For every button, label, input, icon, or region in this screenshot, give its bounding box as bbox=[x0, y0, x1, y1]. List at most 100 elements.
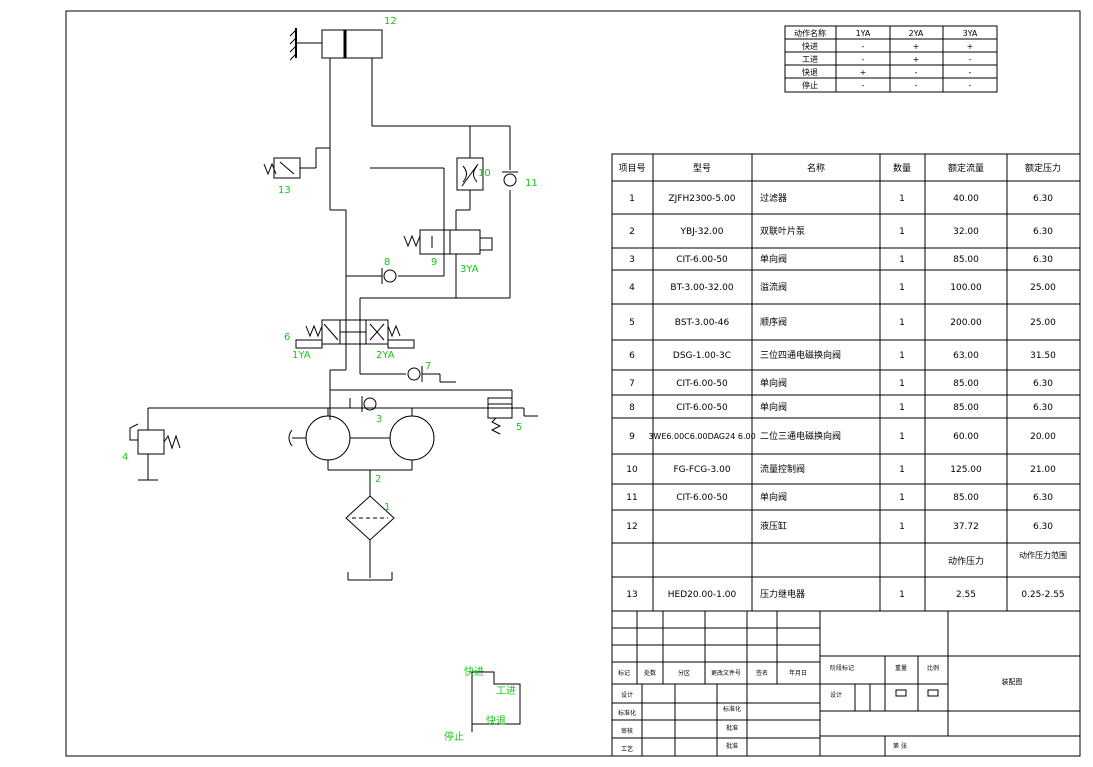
parts-subheader-action-pressure: 动作压力 bbox=[948, 555, 984, 567]
parts-cell: 31.50 bbox=[1030, 351, 1056, 361]
parts-table-text: 项目号 型号 名称 数量 额定流量 额定压力 1 ZJFH2300-5.00 过… bbox=[618, 162, 1067, 600]
parts-header-qty: 数量 bbox=[893, 162, 911, 174]
parts-cell: 85.00 bbox=[953, 493, 979, 503]
action-cell: - bbox=[969, 81, 972, 90]
action-cell: - bbox=[915, 81, 918, 90]
title-label-standard: 标准化 bbox=[618, 709, 636, 717]
sequence-valve bbox=[487, 397, 538, 435]
title-label-sheet: 第 张 bbox=[893, 742, 907, 750]
title-label-design-2: 设计 bbox=[830, 691, 842, 699]
action-cell: + bbox=[913, 55, 920, 64]
action-cell: - bbox=[862, 55, 865, 64]
parts-cell: 4 bbox=[629, 283, 635, 293]
three-position-valve bbox=[295, 319, 415, 374]
parts-cell: 20.00 bbox=[1030, 432, 1056, 442]
parts-cell: HED20.00-1.00 bbox=[668, 590, 737, 600]
action-cell: - bbox=[969, 55, 972, 64]
parts-cell: 2.55 bbox=[956, 590, 976, 600]
action-cell: 快进 bbox=[802, 41, 818, 51]
parts-cell: FG-FCG-3.00 bbox=[673, 465, 730, 475]
parts-cell: 5 bbox=[629, 318, 635, 328]
action-header-3ya: 3YA bbox=[963, 29, 978, 38]
cycle-stop: 停止 bbox=[444, 730, 464, 743]
check-valve-3 bbox=[361, 396, 377, 412]
parts-cell: 85.00 bbox=[953, 255, 979, 265]
label-12: 12 bbox=[384, 16, 397, 27]
parts-cell: 6.30 bbox=[1033, 493, 1053, 503]
label-2: 2 bbox=[375, 474, 381, 485]
title-label-mark: 标记 bbox=[618, 669, 630, 677]
parts-cell: YBJ-32.00 bbox=[679, 227, 723, 237]
title-label-count: 处数 bbox=[644, 669, 656, 677]
parts-cell: 单向阀 bbox=[760, 491, 787, 503]
parts-cell: DSG-1.00-3C bbox=[673, 351, 731, 361]
parts-cell: 6.30 bbox=[1033, 194, 1053, 204]
parts-table bbox=[611, 153, 1081, 612]
title-label-craft: 工艺 bbox=[621, 745, 633, 753]
title-label-weight: 重量 bbox=[895, 664, 907, 672]
action-table-text: 动作名称 1YA 2YA 3YA 快进 - + + 工进 - + - 快退 + … bbox=[794, 28, 978, 90]
label-3ya: 3YA bbox=[460, 264, 479, 275]
label-4: 4 bbox=[122, 452, 128, 463]
parts-cell: 6.30 bbox=[1033, 403, 1053, 413]
parts-cell: 6 bbox=[629, 351, 635, 361]
check-valve-11 bbox=[502, 171, 518, 187]
parts-cell: 1 bbox=[629, 194, 635, 204]
action-cell: - bbox=[862, 81, 865, 90]
parts-cell: 3 bbox=[629, 255, 635, 265]
action-cell: + bbox=[860, 68, 867, 77]
parts-cell: 二位三通电磁换向阀 bbox=[760, 430, 841, 442]
cycle-work-feed: 工进 bbox=[496, 685, 516, 697]
parts-cell: 63.00 bbox=[953, 351, 979, 361]
hydraulic-circuit bbox=[129, 28, 538, 581]
parts-cell: CIT-6.00-50 bbox=[676, 379, 728, 389]
filter bbox=[345, 495, 395, 581]
parts-cell: 1 bbox=[899, 432, 905, 442]
action-cell: - bbox=[862, 42, 865, 51]
parts-cell: 1 bbox=[899, 318, 905, 328]
action-cell: 停止 bbox=[802, 80, 818, 90]
parts-cell: 25.00 bbox=[1030, 283, 1056, 293]
parts-cell: 1 bbox=[899, 255, 905, 265]
parts-header-model: 型号 bbox=[693, 163, 711, 174]
work-cycle-diagram: 快进 工进 快退 停止 bbox=[444, 666, 521, 743]
parts-cell: 顺序阀 bbox=[760, 316, 787, 328]
action-header-name: 动作名称 bbox=[794, 28, 826, 38]
circuit-labels: 12 13 10 11 9 3YA 8 6 1YA 2YA 7 3 5 4 2 … bbox=[122, 16, 538, 513]
action-cell: 工进 bbox=[802, 55, 818, 64]
title-label-date: 年月日 bbox=[789, 669, 807, 677]
action-cell: - bbox=[915, 68, 918, 77]
parts-cell: 125.00 bbox=[950, 465, 982, 475]
parts-cell: 40.00 bbox=[953, 194, 979, 204]
action-cell: + bbox=[913, 42, 920, 51]
parts-cell: 3WE6.00C6.00DAG24 6.00 bbox=[648, 432, 755, 441]
parts-cell: 10 bbox=[626, 465, 638, 475]
label-5: 5 bbox=[516, 422, 522, 433]
parts-cell: ZJFH2300-5.00 bbox=[669, 194, 736, 204]
parts-cell: 100.00 bbox=[950, 283, 982, 293]
parts-cell: 流量控制阀 bbox=[760, 463, 805, 475]
label-9: 9 bbox=[431, 257, 437, 268]
parts-cell: 单向阀 bbox=[760, 377, 787, 389]
double-vane-pump bbox=[288, 408, 435, 496]
label-6: 6 bbox=[284, 332, 290, 343]
label-10: 10 bbox=[478, 168, 491, 179]
hydraulic-cylinder bbox=[289, 28, 383, 70]
label-11: 11 bbox=[525, 178, 538, 189]
drawing-name: 装配图 bbox=[1002, 677, 1023, 686]
action-header-2ya: 2YA bbox=[909, 29, 924, 38]
parts-cell: 过滤器 bbox=[760, 192, 787, 204]
title-label-review: 审核 bbox=[621, 727, 633, 735]
title-label-approve: 批准 bbox=[726, 724, 738, 732]
title-label-sign: 签名 bbox=[756, 669, 768, 677]
parts-cell: 1 bbox=[899, 590, 905, 600]
parts-cell: 85.00 bbox=[953, 379, 979, 389]
action-cell: + bbox=[967, 42, 974, 51]
parts-cell: 85.00 bbox=[953, 403, 979, 413]
flow-control-valve bbox=[456, 157, 484, 191]
label-1ya: 1YA bbox=[292, 350, 311, 361]
parts-cell: 6.30 bbox=[1033, 255, 1053, 265]
parts-cell: 液压缸 bbox=[760, 520, 787, 532]
parts-cell: 1 bbox=[899, 403, 905, 413]
